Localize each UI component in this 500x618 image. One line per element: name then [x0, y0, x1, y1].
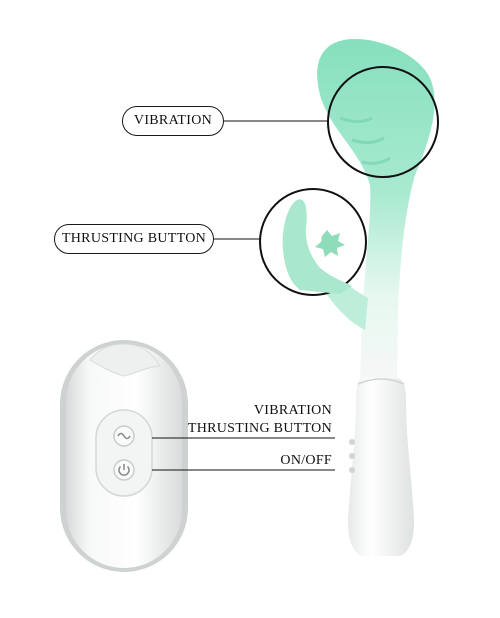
handle: [348, 378, 414, 556]
vibration-magnifier: [327, 66, 439, 178]
shaft: [317, 39, 435, 380]
handle-button-bottom: [349, 467, 355, 473]
power-icon: [118, 464, 130, 476]
thrusting-callout: THRUSTING BUTTON: [54, 224, 214, 254]
thrusting-magnifier: [259, 188, 367, 296]
handle-button-mid: [349, 453, 355, 459]
wave-icon: [117, 432, 131, 440]
shaft-ridges: [339, 116, 391, 165]
remote-vibration-label: VIBRATION: [253, 403, 332, 418]
remote-onoff-label: ON/OFF: [280, 453, 332, 468]
thrusting-callout-label: THRUSTING BUTTON: [61, 231, 207, 246]
handle-seam: [357, 378, 405, 385]
vibration-callout-label: VIBRATION: [133, 113, 213, 128]
remote-thrusting-label: THRUSTING BUTTON: [187, 421, 332, 436]
remote-control: [60, 340, 188, 572]
power-button[interactable]: [113, 459, 135, 481]
handle-button-top: [349, 439, 355, 445]
vibration-thrusting-button[interactable]: [113, 425, 135, 447]
vibration-callout: VIBRATION: [122, 106, 224, 136]
